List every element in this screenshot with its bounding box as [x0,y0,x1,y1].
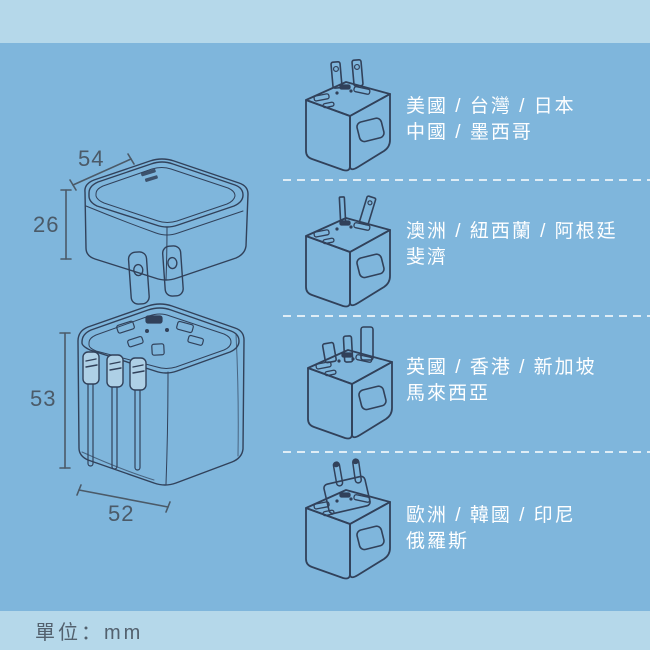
dimension-lines [59,153,171,513]
regions-eu-block: 歐洲 / 韓國 / 印尼 俄羅斯 [406,503,576,555]
closed-adapter-body [84,158,249,281]
dimension-top-height: 26 [33,212,60,237]
universal-socket-slots [116,315,204,356]
top-band [0,0,650,43]
regions-uk-line1: 英國 / 香港 / 新加坡 [406,357,597,378]
regions-uk-block: 英國 / 香港 / 新加坡 馬來西亞 [406,355,597,407]
closed-adapter-drawing [84,158,249,305]
unit-note: 單位：mm [35,622,144,644]
regions-uk-line2: 馬來西亞 [406,383,491,404]
bottom-band [0,611,650,650]
regions-au-line2: 斐濟 [406,247,449,268]
us-prongs [127,245,184,305]
regions-us-block: 美國 / 台灣 / 日本 中國 / 墨西哥 [406,94,576,146]
open-adapter-top-face [81,307,240,374]
row-separators [283,179,650,453]
open-adapter-body [77,303,245,486]
dimension-body-width: 52 [108,501,135,526]
regions-au-block: 澳洲 / 紐西蘭 / 阿根廷 斐濟 [406,219,618,271]
regions-au-line1: 澳洲 / 紐西蘭 / 阿根廷 [406,221,618,242]
uk-plug-adapter-icon [307,326,393,440]
brand-logo-mark [140,168,158,182]
regions-eu-line1: 歐洲 / 韓國 / 印尼 [406,505,576,526]
eu-plug-adapter-icon [305,458,391,580]
dimension-body-height: 53 [30,386,57,411]
regions-us-line2: 中國 / 墨西哥 [406,122,533,143]
regions-us-line1: 美國 / 台灣 / 日本 [406,96,576,117]
closed-adapter-top-face [88,161,244,228]
regions-eu-line2: 俄羅斯 [406,531,470,552]
open-adapter-drawing [77,303,245,486]
au-plug-adapter-icon [305,195,391,308]
us-plug-adapter-icon [305,58,391,172]
plug-slider-switches [82,351,147,471]
dimension-top-width: 54 [78,146,105,171]
